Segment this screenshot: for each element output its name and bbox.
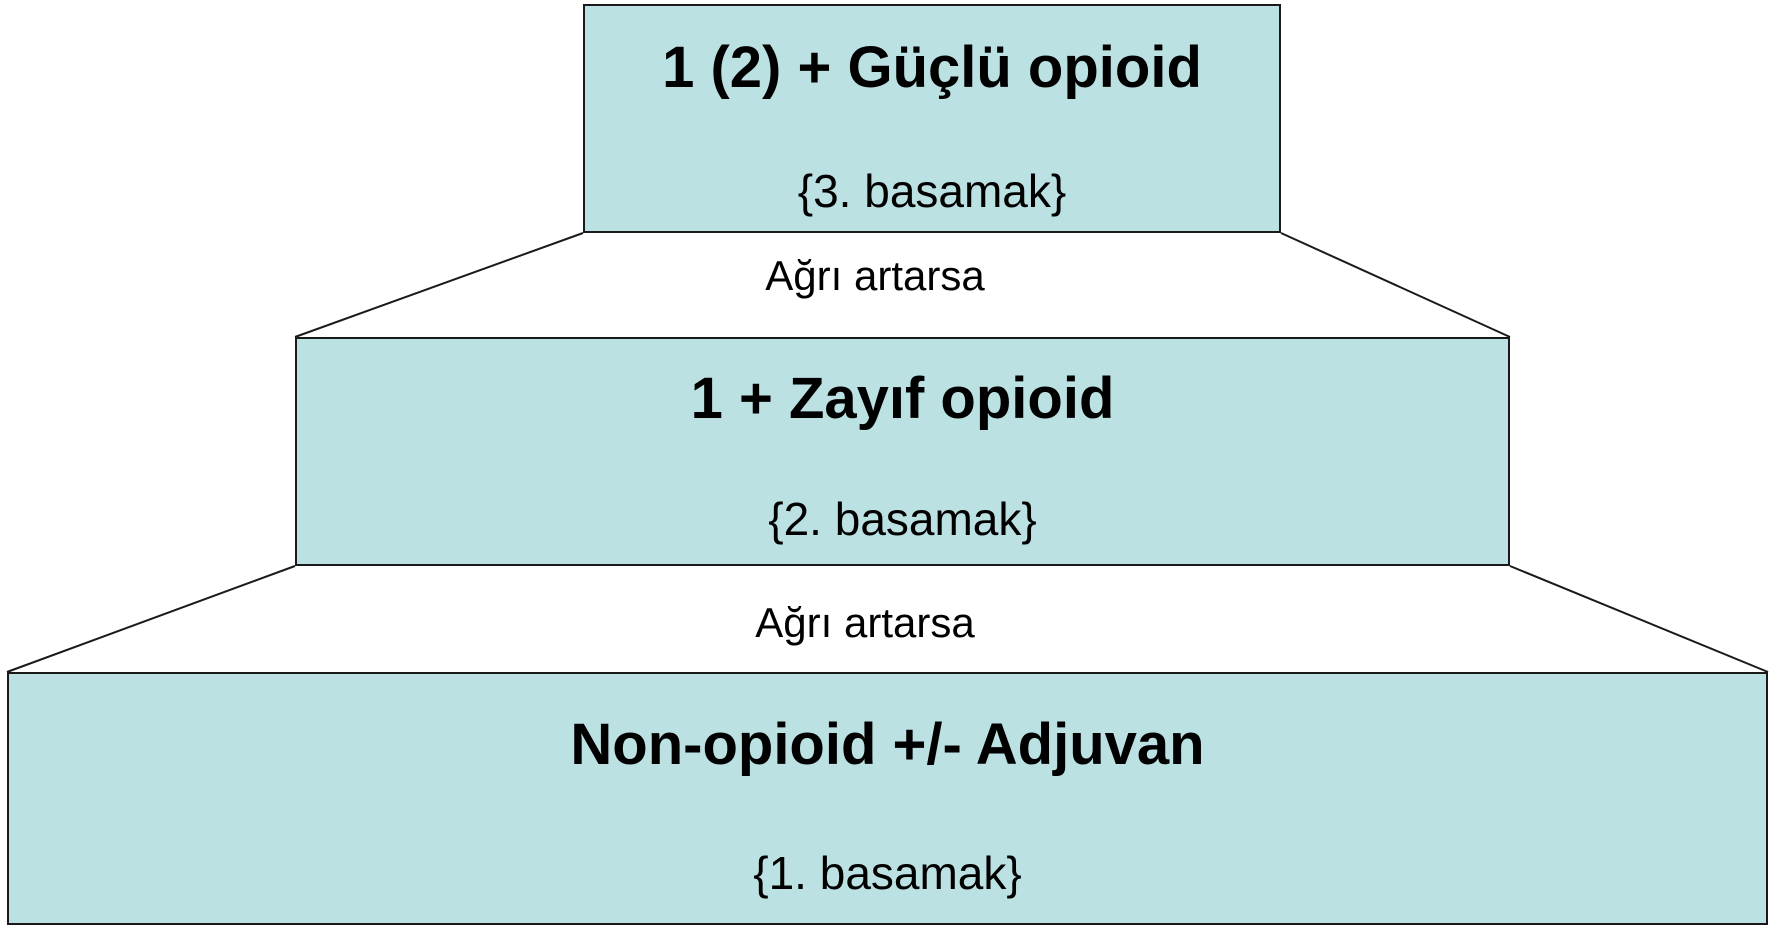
connector-line-right-upper — [1280, 232, 1511, 338]
step-1-box: Non-opioid +/- Adjuvan {1. basamak} — [7, 672, 1768, 925]
step-3-box: 1 (2) + Güçlü opioid {3. basamak} — [583, 4, 1281, 233]
step-2-box: 1 + Zayıf opioid {2. basamak} — [295, 337, 1510, 566]
connector-line-left-upper — [294, 232, 584, 338]
step-1-subtitle: {1. basamak} — [753, 847, 1022, 899]
connector-line-left-lower — [6, 565, 296, 673]
step-3-title: 1 (2) + Güçlü opioid — [662, 35, 1202, 100]
transition-label-upper: Ağrı artarsa — [765, 252, 985, 299]
step-2-subtitle: {2. basamak} — [768, 493, 1037, 545]
connector-line-right-lower — [1509, 565, 1769, 673]
step-1-title: Non-opioid +/- Adjuvan — [570, 712, 1205, 777]
transition-label-lower: Ağrı artarsa — [755, 599, 975, 646]
step-3-subtitle: {3. basamak} — [797, 165, 1067, 217]
step-2-title: 1 + Zayıf opioid — [690, 366, 1115, 431]
